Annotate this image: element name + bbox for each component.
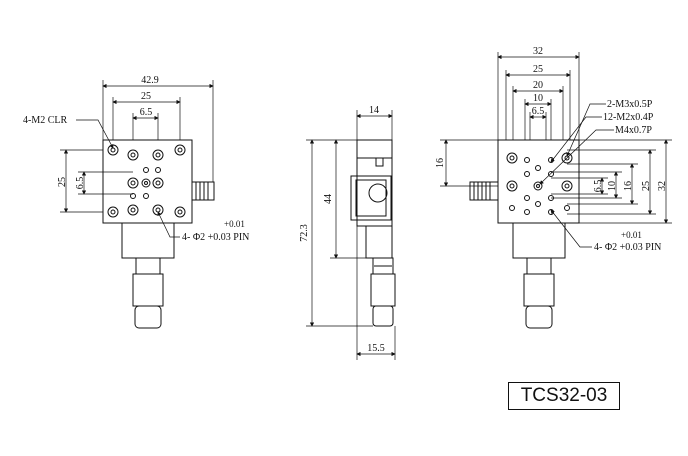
side-bore <box>368 183 388 203</box>
dim-top-6-5: 6.5 <box>532 106 545 117</box>
top-lower-block <box>512 222 566 259</box>
dim-top-h6-5: 6.5 <box>593 180 604 193</box>
front-view-labels: 42.9 25 6.5 25 6.5 4-M2 CLR +0.01 4- Φ2 … <box>23 75 249 243</box>
dim-front-h6-5: 6.5 <box>75 177 86 190</box>
callout-m4: M4x0.7P <box>615 125 652 136</box>
dim-front-6-5: 6.5 <box>140 107 153 118</box>
dim-side-14: 14 <box>369 105 379 116</box>
callout-pin-tol-top: +0.01 <box>621 230 642 240</box>
side-view-labels: 14 44 72.3 15.5 <box>299 105 385 354</box>
callout-pin-tol-front: +0.01 <box>224 219 245 229</box>
dim-side-44: 44 <box>323 194 334 204</box>
top-view <box>440 52 672 329</box>
dim-top-32: 32 <box>533 46 543 57</box>
dim-front-42-9: 42.9 <box>141 75 159 86</box>
top-micrometer <box>523 273 555 307</box>
front-knob <box>191 181 215 201</box>
callout-m3: 2-M3x0.5P <box>607 99 653 110</box>
dim-top-h25: 25 <box>641 181 652 191</box>
side-plate <box>350 175 392 221</box>
dim-top-h32: 32 <box>657 181 668 191</box>
dim-front-h25: 25 <box>57 177 68 187</box>
callout-m2: 12-M2x0.4P <box>603 112 654 123</box>
front-view <box>60 80 215 329</box>
side-micrometer <box>370 273 396 307</box>
side-view <box>306 110 396 360</box>
front-lower-block <box>121 222 175 259</box>
dim-top-25: 25 <box>533 64 543 75</box>
front-holes <box>107 144 186 218</box>
dim-front-25: 25 <box>141 91 151 102</box>
side-stage-body <box>356 139 393 227</box>
dim-side-72-3: 72.3 <box>299 224 310 242</box>
dim-top-20: 20 <box>533 80 543 91</box>
top-view-labels: 32 25 20 10 6.5 16 6.5 10 16 25 32 2-M3x… <box>435 46 668 253</box>
top-knob <box>469 181 499 201</box>
callout-pin-front: 4- Φ2 +0.03 PIN <box>182 232 249 243</box>
dim-side-15-5: 15.5 <box>367 343 385 354</box>
dim-top-h16-left: 16 <box>435 158 446 168</box>
model-label: TCS32-03 <box>508 382 620 410</box>
dim-top-h10: 10 <box>607 181 618 191</box>
dim-top-10: 10 <box>533 93 543 104</box>
callout-clr: 4-M2 CLR <box>23 115 68 126</box>
dim-top-h16: 16 <box>623 181 634 191</box>
front-micrometer <box>132 273 164 307</box>
callout-pin-top: 4- Φ2 +0.03 PIN <box>594 242 661 253</box>
